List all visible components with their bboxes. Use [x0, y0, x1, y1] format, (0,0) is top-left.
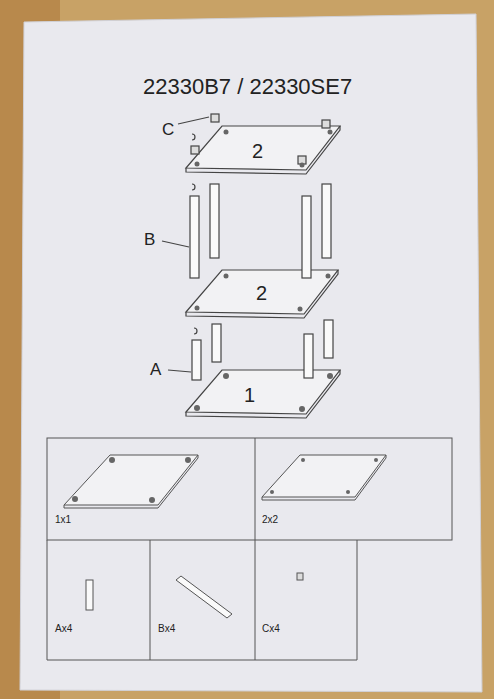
- glass-panel-icon: [262, 455, 386, 497]
- leg-a: [212, 324, 221, 362]
- callout-number: 2: [256, 283, 267, 303]
- leader-line: [162, 241, 189, 247]
- part-count: Cx4: [262, 624, 280, 634]
- screw-hook: [194, 328, 197, 334]
- connector-c: [211, 114, 219, 122]
- paper-sheet: [20, 14, 482, 692]
- leg-b: [322, 184, 331, 258]
- leg-b-icon: [176, 576, 232, 618]
- connector-c-icon: [297, 573, 303, 580]
- model-title: 22330B7 / 22330SE7: [143, 76, 352, 98]
- leg-a: [324, 320, 333, 358]
- glass-panel-icon: [64, 455, 198, 505]
- leg-b: [302, 196, 311, 278]
- callout-number: 1: [244, 385, 255, 405]
- screw-hook: [192, 134, 195, 140]
- panel-edge: [186, 270, 338, 318]
- part-count: 1x1: [55, 515, 71, 525]
- part-count: Ax4: [55, 624, 72, 634]
- glass-panel: [186, 370, 340, 414]
- connector-c: [191, 146, 199, 154]
- leg-b: [190, 196, 199, 278]
- part-label: C: [162, 121, 174, 138]
- parts-table: [47, 438, 452, 540]
- leader-line: [178, 117, 209, 124]
- part-label: A: [150, 361, 161, 378]
- panel-edge: [186, 370, 340, 418]
- part-count: 2x2: [262, 515, 278, 525]
- leg-b: [210, 184, 219, 258]
- leg-a: [304, 334, 313, 378]
- panel-edge: [186, 126, 340, 174]
- leg-a: [192, 340, 201, 380]
- callout-number: 2: [252, 141, 263, 161]
- leader-line: [168, 370, 191, 372]
- part-count: Bx4: [158, 624, 175, 634]
- glass-panel: [186, 126, 340, 170]
- screw-hook: [192, 184, 195, 190]
- connector-c: [322, 120, 330, 128]
- glass-panel: [186, 270, 338, 314]
- leg-a-icon: [86, 580, 93, 610]
- part-label: B: [144, 231, 155, 248]
